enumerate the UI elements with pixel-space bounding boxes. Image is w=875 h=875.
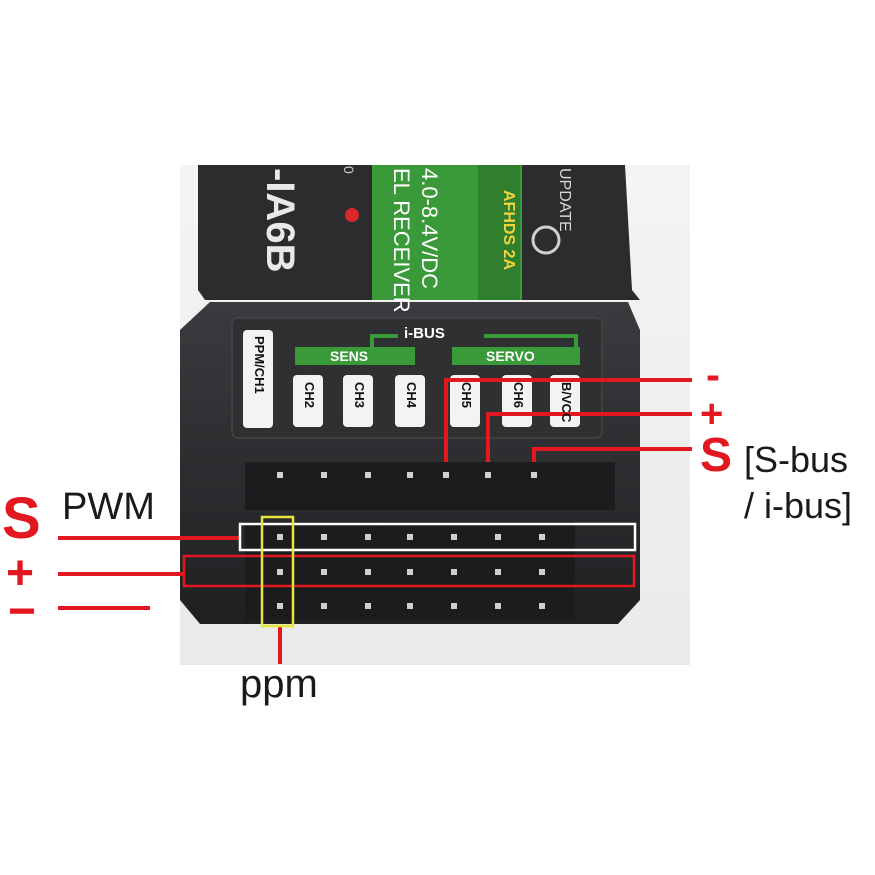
sens-label: SENS <box>330 348 369 364</box>
ibus-label: i-BUS <box>404 325 445 342</box>
channel-tag-ch4: CH4 <box>404 382 419 409</box>
sens-bar <box>295 347 415 365</box>
bus-pin <box>365 472 371 478</box>
afhds-strip <box>478 165 520 300</box>
model-label: -IA6B <box>258 168 302 273</box>
status-led <box>345 208 359 222</box>
header-pin <box>365 569 371 575</box>
afhds-label: AFHDS 2A <box>500 190 517 271</box>
header-pin <box>451 603 457 609</box>
header-pin <box>495 603 501 609</box>
bus-pin <box>485 472 491 478</box>
header-pin <box>451 569 457 575</box>
bus-pin <box>407 472 413 478</box>
channel-tag-vcc: B/VCC <box>559 382 574 423</box>
header-pin <box>365 603 371 609</box>
right-signal-label: S <box>700 429 733 482</box>
tag-ch3-bg <box>343 375 373 427</box>
servo-bar <box>452 347 580 365</box>
header-pin <box>321 569 327 575</box>
header-pin <box>407 534 413 540</box>
right-plus-label: + <box>700 392 724 436</box>
right-minus-label: - <box>706 351 720 398</box>
signal-row-highlight <box>238 522 637 552</box>
header-pin <box>277 534 283 540</box>
pin-array <box>277 472 545 609</box>
left-minus-label: − <box>8 585 37 638</box>
channel-tag-ch2: CH2 <box>302 382 317 409</box>
ppm-label: ppm <box>240 662 318 706</box>
channel-tag-ch1: PPM/CH1 <box>252 336 267 394</box>
update-label: UPDATE <box>556 168 573 232</box>
receiver-label: EL RECEIVER <box>389 168 414 313</box>
ce-mark-icon <box>531 225 561 255</box>
header-pin <box>539 569 545 575</box>
header-pin <box>407 569 413 575</box>
header-pin <box>321 603 327 609</box>
header-pin <box>407 603 413 609</box>
header-pin <box>539 603 545 609</box>
header-pin <box>539 534 545 540</box>
sbus-label-line1: [S-bus <box>744 439 849 480</box>
bus-pin <box>321 472 327 478</box>
header-pin <box>277 603 283 609</box>
tag-ch1-bg <box>243 330 273 428</box>
left-signal-label: S <box>2 486 41 551</box>
header-pin <box>365 534 371 540</box>
header-pin <box>321 534 327 540</box>
ppm-column-highlight <box>260 515 295 628</box>
bus-pin <box>277 472 283 478</box>
channel-tag-ch3: CH3 <box>352 382 367 409</box>
channel-tag-ch5: CH5 <box>459 382 474 409</box>
ibus-box <box>398 323 484 343</box>
tag-ch2-bg <box>293 375 323 427</box>
upper-pin-recess <box>245 462 615 510</box>
header-pin <box>495 534 501 540</box>
status-digit: 0 <box>341 166 357 174</box>
bus-pin <box>443 472 449 478</box>
header-pin <box>495 569 501 575</box>
sbus-label-line2: / i-bus] <box>744 485 853 526</box>
pwm-label: PWM <box>62 486 155 528</box>
header-pin <box>277 569 283 575</box>
leader-plus <box>486 412 692 462</box>
left-plus-label: + <box>6 547 35 600</box>
tag-ch5-bg <box>450 375 480 427</box>
plus-row-highlight <box>182 554 636 588</box>
tag-ch4-bg <box>395 375 425 427</box>
channel-tag-ch6: CH6 <box>511 382 526 409</box>
header-pin <box>451 534 457 540</box>
voltage-label: 4.0-8.4V/DC <box>417 168 442 290</box>
bus-pin <box>531 472 537 478</box>
servo-label: SERVO <box>486 348 535 364</box>
leader-signal <box>532 447 692 462</box>
leader-minus <box>444 378 692 462</box>
